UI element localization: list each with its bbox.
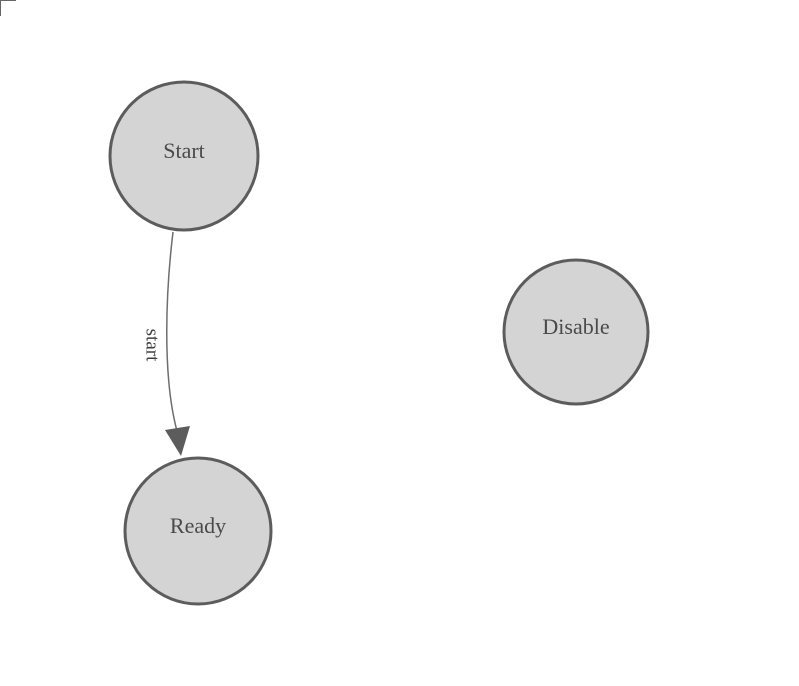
edge-start-to-ready[interactable]: start bbox=[142, 231, 191, 456]
node-start[interactable]: Start bbox=[108, 80, 260, 232]
node-ready[interactable]: Ready bbox=[123, 456, 273, 606]
node-start-label: Start bbox=[163, 138, 205, 163]
node-ready-label: Ready bbox=[170, 513, 226, 538]
corner-mark bbox=[0, 0, 16, 16]
arrowhead-icon bbox=[165, 426, 190, 456]
edge-label[interactable]: start bbox=[142, 329, 163, 362]
node-start-circle[interactable] bbox=[108, 80, 260, 232]
node-disable[interactable]: Disable bbox=[502, 258, 650, 406]
node-disable-circle[interactable] bbox=[502, 258, 650, 406]
node-ready-circle[interactable] bbox=[123, 456, 273, 606]
edge-path[interactable] bbox=[166, 231, 178, 432]
node-disable-label: Disable bbox=[542, 314, 609, 339]
